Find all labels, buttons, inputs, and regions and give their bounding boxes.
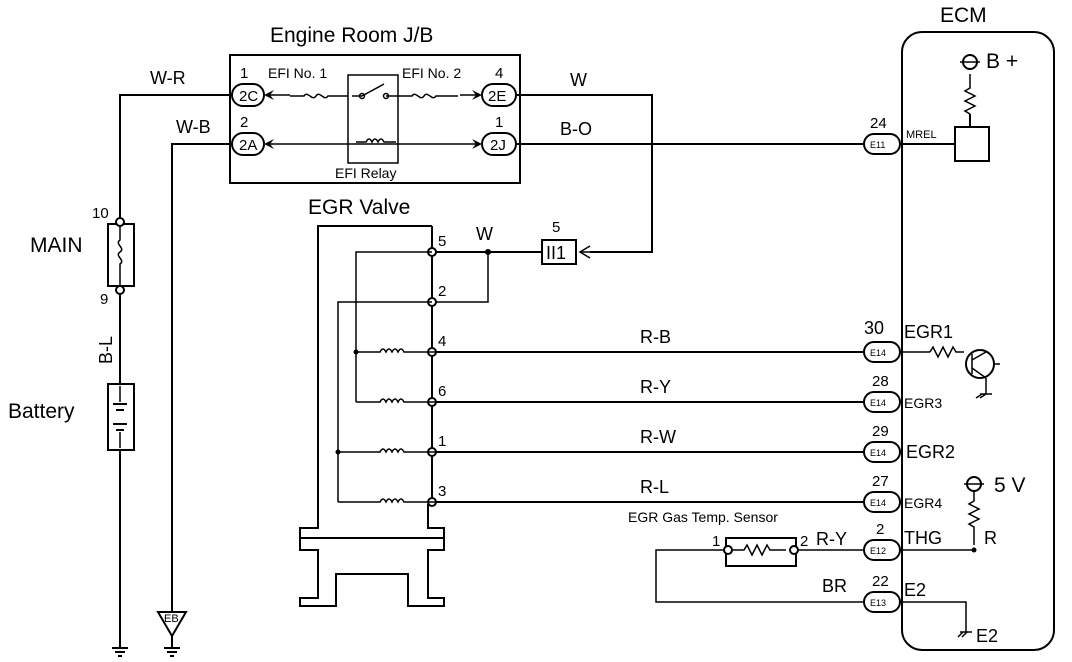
ii1-label: II1 — [546, 243, 566, 263]
terminal-arrow-icon — [264, 90, 274, 100]
engine-room-jb-box — [229, 54, 521, 184]
egr4-label: EGR4 — [904, 495, 942, 511]
efi-no2-fuse-icon — [398, 93, 458, 99]
egr1-label: EGR1 — [904, 322, 953, 342]
ecm-pin-22: 22 — [872, 573, 889, 590]
conn-e12: E12 — [870, 546, 886, 556]
wire-r-y-label: R-Y — [640, 377, 671, 397]
e2-label: E2 — [904, 580, 926, 600]
egr-pin-2: 2 — [438, 283, 446, 300]
conn-e14-egr4: E14 — [870, 498, 886, 508]
conn-e14-egr2: E14 — [870, 448, 886, 458]
ii1-connector — [541, 239, 577, 265]
wire-r-w-label: R-W — [640, 427, 676, 447]
egr-pin-1: 1 — [438, 433, 446, 450]
terminal-arrow-icon — [472, 90, 482, 100]
egr-gas-temp-sensor-label: EGR Gas Temp. Sensor — [628, 509, 778, 525]
efi-relay-box — [347, 74, 399, 164]
connector-2a-label: 2A — [239, 137, 257, 154]
e2-ground-icon — [957, 631, 972, 638]
wire-w-b-label: W-B — [176, 117, 211, 137]
efi-no1-label: EFI No. 1 — [268, 65, 327, 81]
r-label: R — [984, 528, 997, 548]
wire-r-b-label: R-B — [640, 327, 671, 347]
wire-w-mid-label: W — [476, 224, 493, 244]
ecm-pin-28: 28 — [872, 373, 889, 390]
ecm-pin-30: 30 — [864, 318, 884, 338]
egr-pin-4: 4 — [438, 333, 446, 350]
ecm-pin-27: 27 — [872, 473, 889, 490]
conn-e14-egr3: E14 — [870, 398, 886, 408]
connector-2e-label: 2E — [488, 88, 506, 105]
egr2-label: EGR2 — [906, 442, 955, 462]
pin-2c: 1 — [240, 65, 248, 82]
egr3-label: EGR3 — [904, 395, 942, 411]
terminal-arrow-icon — [472, 139, 482, 149]
wire-r-y2-label: R-Y — [816, 529, 847, 549]
egr-coil-icons — [338, 348, 438, 504]
egr-pin-5: 5 — [438, 233, 446, 250]
engine-room-jb-label: Engine Room J/B — [270, 24, 433, 47]
ecm-connectors — [863, 133, 901, 613]
mrel-label: MREL — [906, 129, 937, 141]
eb-ground-icon — [156, 611, 188, 638]
wire-b-o-label: B-O — [560, 119, 592, 139]
terminal-arrow-icon — [264, 139, 274, 149]
egr-pin-3: 3 — [438, 483, 446, 500]
battery-label: Battery — [8, 400, 75, 423]
egr1-resistor-icon — [929, 345, 964, 359]
conn-e11: E11 — [870, 140, 885, 150]
eb-label: EB — [164, 613, 179, 625]
main-fuse-label: MAIN — [30, 234, 83, 257]
ecm-label: ECM — [940, 4, 987, 27]
sensor-pin-left: 1 — [712, 533, 720, 550]
wire-w-top-label: W — [570, 70, 587, 90]
wire-r-l-label: R-L — [640, 477, 669, 497]
wire-br-label: BR — [822, 576, 847, 596]
ecm-pin-24: 24 — [870, 115, 887, 132]
fuse-pin-bottom: 9 — [100, 291, 108, 308]
battery-icon — [113, 386, 127, 448]
sensor-pin-right: 2 — [800, 533, 808, 550]
efi-no2-label: EFI No. 2 — [402, 65, 461, 81]
connector-2c-label: 2C — [239, 88, 258, 105]
pin-2j: 1 — [495, 114, 503, 131]
e2-ground-label: E2 — [976, 626, 998, 646]
fuse-pin-top: 10 — [92, 205, 109, 222]
pin-2e: 4 — [495, 65, 503, 82]
pin-2a: 2 — [240, 114, 248, 131]
efi-relay-label: EFI Relay — [335, 165, 396, 181]
thg-resistor-icon — [967, 491, 981, 545]
conn-e13: E13 — [870, 598, 886, 608]
wire-w-r-label: W-R — [150, 68, 186, 88]
egr-pin-6: 6 — [438, 383, 446, 400]
five-v-label: 5 V — [994, 474, 1026, 497]
egr-valve-body — [299, 225, 445, 607]
efi-no1-fuse-icon — [290, 93, 348, 99]
battery-box — [107, 383, 135, 451]
ecm-pin-29: 29 — [872, 423, 889, 440]
ecm-pin-2: 2 — [876, 521, 884, 538]
main-fuse-icon — [117, 226, 123, 286]
thg-label: THG — [904, 528, 942, 548]
connector-2j-label: 2J — [490, 137, 506, 154]
b-plus-label: B + — [986, 50, 1018, 73]
relay-coil-icon — [356, 138, 396, 144]
main-fuse-box — [107, 223, 135, 287]
thermistor-icon — [730, 543, 786, 557]
b-plus-resistor-icon — [963, 74, 977, 115]
mrel-relay-box — [954, 126, 990, 162]
ii1-pin: 5 — [552, 219, 560, 236]
ecm-box — [901, 31, 1055, 651]
wire-b-l-label: B-L — [96, 336, 116, 364]
ground-icon — [112, 647, 128, 657]
conn-e14-egr1: E14 — [870, 348, 886, 358]
egr-valve-label: EGR Valve — [308, 196, 410, 219]
